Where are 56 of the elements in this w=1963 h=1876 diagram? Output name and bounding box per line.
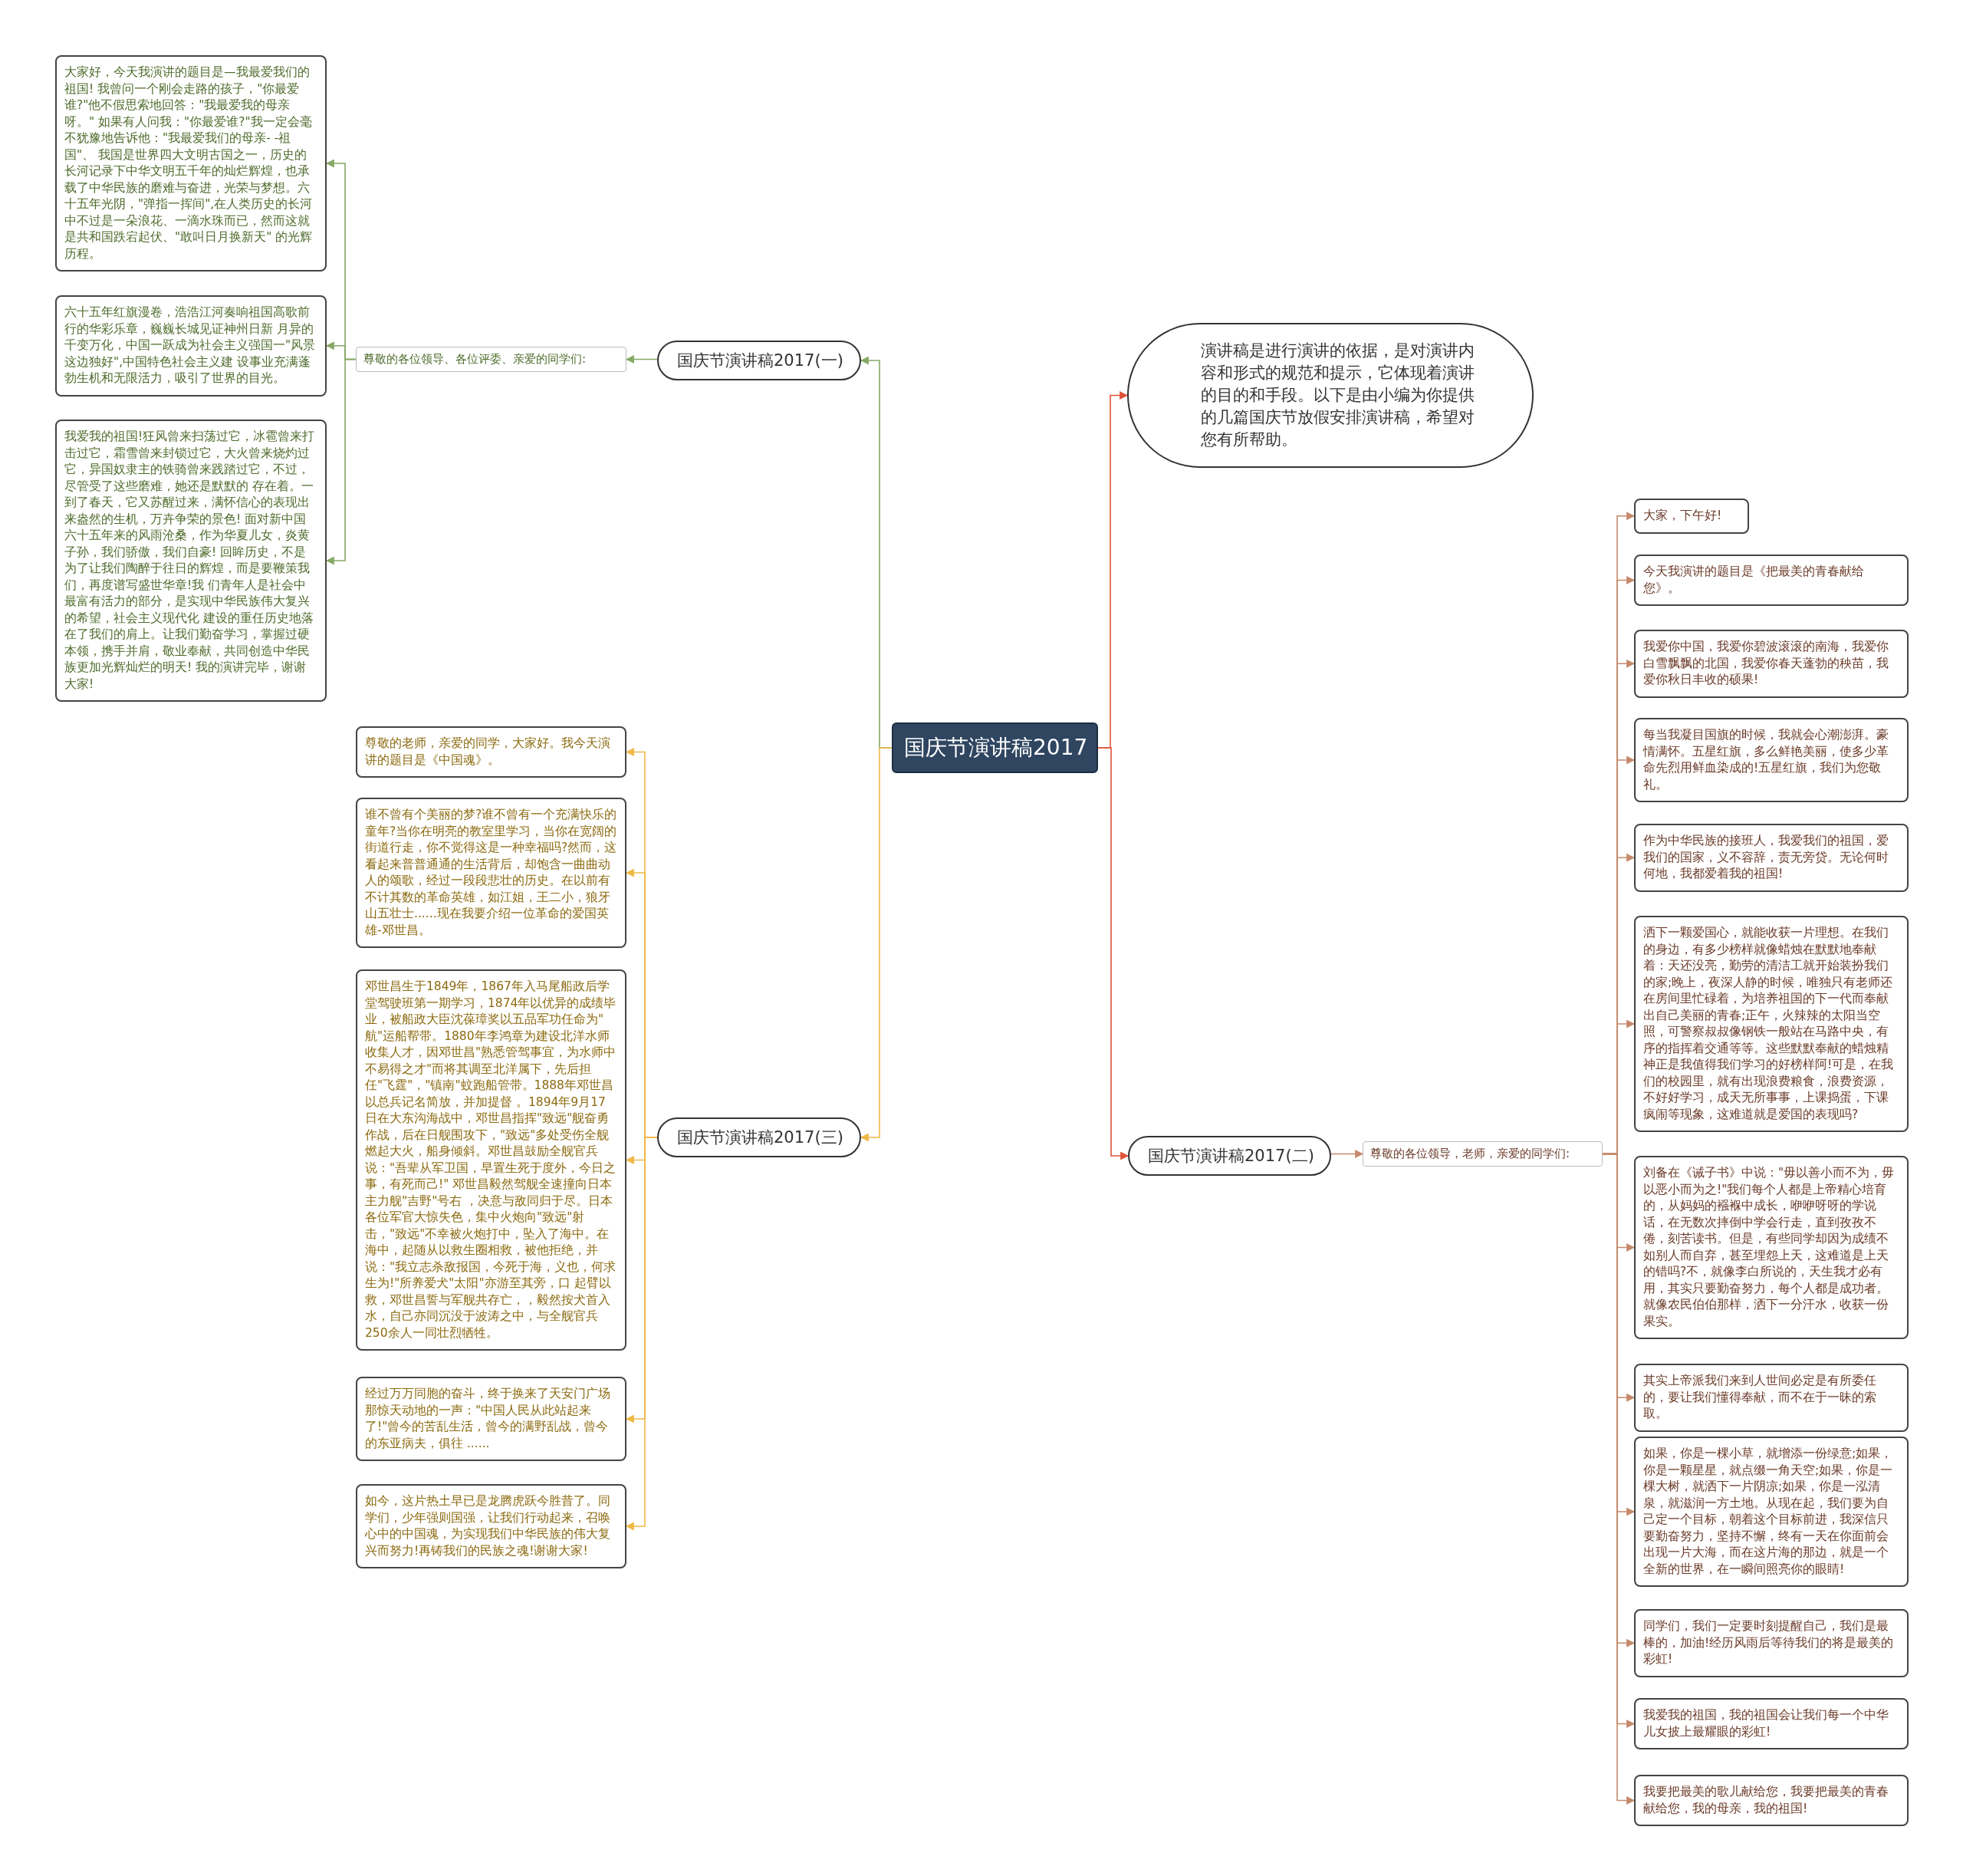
greeting-text: 尊敬的各位领导，老师，亲爱的同学们: bbox=[1370, 1147, 1571, 1161]
speech-paragraph-box bbox=[356, 798, 626, 948]
speech-paragraph-text: 经过万万同胞的奋斗，终于换来了天安门广场那惊天动地的一声："中国人民从此站起来了!"曾今的苦乱生活，曾今的满野乱战，曾今的东亚病夫，俱往 ...... bbox=[365, 1386, 611, 1452]
speech-paragraph-text: 大家，下午好! bbox=[1643, 508, 1723, 524]
connector-arrow bbox=[325, 358, 357, 565]
connector-arrow bbox=[860, 747, 893, 1142]
speech-paragraph-box bbox=[55, 295, 327, 397]
speech-paragraph-text: 我爱我的祖国，我的祖国会让我们每一个中华儿女披上最耀眼的彩虹! bbox=[1643, 1707, 1889, 1740]
speech-paragraph-box bbox=[1634, 916, 1909, 1132]
speech-paragraph-text: 每当我凝目国旗的时候，我就会心潮澎湃。豪情满怀。五星红旗，多么鲜艳美丽，使多少革命先烈用鲜血染成的!五星红旗，我们为您敬礼。 bbox=[1643, 727, 1889, 793]
speech-paragraph-text: 作为中华民族的接班人，我爱我们的祖国，爱我们的国家，义不容辞，责无旁贷。无论何时何地，我都爱着我的祖国! bbox=[1643, 833, 1889, 882]
branch-topic-pill bbox=[657, 341, 861, 380]
speech-paragraph-box bbox=[1634, 1437, 1909, 1587]
speech-paragraph-box bbox=[1634, 1775, 1909, 1826]
connector-arrow bbox=[625, 355, 658, 364]
speech-paragraph-text: 我爱你中国，我爱你碧波滚滚的南海，我爱你白雪飘飘的北国，我爱你春天蓬勃的秧苗，我爱你秋日丰收的硕果! bbox=[1643, 639, 1889, 688]
speech-paragraph-box bbox=[1634, 499, 1749, 534]
speech-paragraph-text: 六十五年红旗漫卷，浩浩江河奏响祖国高歌前行的华彩乐章，巍巍长城见证神州日新 月异的千变万化，中国一跃成为社会主义强国一"风景这边独好",中国特色社会主义建 设事业充满蓬勃生机和无限活力，吸引了世界的目光。 bbox=[64, 304, 317, 387]
branch-topic-text: 国庆节演讲稿2017(一) bbox=[677, 351, 841, 371]
speech-paragraph-box bbox=[1634, 824, 1909, 892]
speech-paragraph-text: 邓世昌生于1849年，1867年入马尾船政后学堂驾驶班第一期学习，1874年以优异的成绩毕业，被船政大臣沈葆璋奖以五品军功任命为" 航"运船帮带。1880年李鸿章为建设北洋水师收集人才，因邓世昌"熟悉管驾事宜，为水师中不易得之才"而将其调至北洋属下，先后担任"飞霆"，"镇南"蚊跑船管带。1888年邓世昌以总兵记名简放，并加提督 。1894年9月17日在大东沟海战中，邓世昌指挥"致远"舰奋勇作战，后在日舰围攻下，"致远"多处受伤全舰燃起大火，船身倾斜。邓世昌鼓励全舰官兵说："吾辈从军卫国，早置生死于度外，今日之事，有死而己!" 邓世昌毅然驾舰全速撞向日本主力舰"吉野"号右 ，决意与敌同归于尽。日本各位军官大惊失色，集中火炮向"致远"射击，"致远"不幸被火炮打中，坠入了海中。在海中，起随从以救生圈相救，被他拒绝，并说："我立志杀敌报国，今死于海，义也，何求生为!"所养爱犬"太阳"亦游至其旁，口 起臂以救，邓世昌誓与军舰共存亡，，毅然按犬首入水，自己亦同沉没于波涛之中，与全舰官兵250余人一同壮烈牺牲。 bbox=[365, 979, 617, 1341]
speech-paragraph-text: 如果，你是一棵小草，就增添一份绿意;如果，你是一颗星星，就点缀一角天空;如果，你是一棵大树，就洒下一片阴凉;如果，你是一泓清泉，就滋润一方土地。从现在起，我们要为自己定一个目标，朝着这个目标前进，我深信只要勤奋努力，坚持不懈，终有一天在你面前会出现一片大海，而在这片海的那边，就是一个全新的世界，在一瞬间照亮你的眼睛! bbox=[1643, 1446, 1894, 1578]
greeting-box bbox=[1363, 1141, 1603, 1167]
speech-paragraph-box bbox=[1634, 1609, 1909, 1677]
speech-paragraph-box bbox=[356, 1484, 626, 1568]
speech-paragraph-box bbox=[356, 726, 626, 778]
speech-paragraph-box bbox=[356, 1377, 626, 1461]
speech-paragraph-text: 洒下一颗爱国心，就能收获一片理想。在我们的身边，有多少榜样就像蜡烛在默默地奉献着：天还没亮，勤劳的清洁工就开始装扮我们的家;晚上，夜深人静的时候，唯独只有老师还在房间里忙碌着，为培养祖国的下一代而奉献出自己美丽的青春;正午，火辣辣的太阳当空照，可警察叔叔像钢铁一般站在马路中央，有序的指挥着交通等等。这些默默奉献的蜡烛精神正是我值得我们学习的好榜样阿!可是，在我们的校园里，就有出现浪费粮食，浪费资源，不好好学习，成天无所事事，上课捣蛋，下课疯闹等现象，这难道就是爱国的表现吗? bbox=[1643, 925, 1895, 1123]
branch-topic-text: 国庆节演讲稿2017(三) bbox=[677, 1127, 841, 1148]
central-topic-box bbox=[892, 722, 1098, 773]
speech-paragraph-text: 其实上帝派我们来到人世间必定是有所委任的，要让我们懂得奉献，而不在于一昧的索取。 bbox=[1643, 1373, 1877, 1422]
connector-arrow bbox=[1097, 747, 1129, 1160]
central-topic-text: 国庆节演讲稿2017 bbox=[904, 734, 1086, 762]
speech-paragraph-box bbox=[1634, 1364, 1909, 1432]
speech-paragraph-text: 如今，这片热土早已是龙腾虎跃今胜昔了。同学们，少年强则国强，让我们行动起来，召唤心中的中国魂，为实现我们中华民族的伟大复兴而努力!再铸我们的民族之魂!谢谢大家! bbox=[365, 1493, 611, 1559]
speech-paragraph-box bbox=[1634, 555, 1909, 606]
connector-arrow bbox=[1330, 1150, 1364, 1158]
speech-paragraph-text: 谁不曾有个美丽的梦?谁不曾有一个充满快乐的童年?当你在明亮的教室里学习，当你在宽阔的街道行走，你不觉得这是一种幸福吗?然而，这看起来普普通通的生活背后，却饱含一曲曲动人的颂歌，经过一段段悲壮的历史。在以前有不计其数的革命英雄，如江姐，王二小，狼牙山五壮士......现在我要介绍一位革命的爱国英雄-邓世昌。 bbox=[365, 807, 617, 939]
speech-paragraph-box bbox=[1634, 630, 1909, 698]
speech-paragraph-text: 我爱我的祖国!狂风曾来扫荡过它，冰雹曾来打击过它，霜雪曾来封锁过它，大火曾来烧灼过它，异国奴隶主的铁骑曾来践踏过它，不过，尽管受了这些磨难，她还是默默的 存在着。一到了春天，它又苏醒过来，满怀信心的表现出来盎然的生机，万卉争荣的景色! 面对新中国六十五年来的风雨沧桑，作为华夏儿女，炎黄子孙，我们骄傲，我们自豪! 回眸历史，不是为了让我们陶醉于往日的辉煌，而是要鞭策我们，再度谱写盛世华章!我 们青年人是社会中最富有活力的部分，是实现中华民族伟大复兴的希望，社会主义现代化 建设的重任历史地落在了我们的肩上。让我们勤奋学习，掌握过硬本领，携手并肩，敬业奉献，共同创造中华民族更加光辉灿烂的明天! 我的演讲完毕，谢谢大家! bbox=[64, 429, 316, 693]
speech-paragraph-text: 我要把最美的歌儿献给您，我要把最美的青春献给您，我的母亲，我的祖国! bbox=[1643, 1784, 1889, 1817]
speech-paragraph-box bbox=[1634, 1156, 1909, 1339]
speech-paragraph-text: 刘备在《诫子书》中说："毋以善小而不为，毋以恶小而为之!"我们每个人都是上帝精心培育的，从妈妈的襁褓中成长，咿咿呀呀的学说话，在无数次摔倒中学会行走，直到孜孜不倦，刻苦读书。但是，有些同学却因为成绩不如别人而自弃，甚至埋怨上天，这难道是上天的错吗?不，就像李白所说的，天生我才必有用，其实只要勤奋努力，每个人都是成功者。就像农民伯伯那样，洒下一分汗水，收获一份果实。 bbox=[1643, 1165, 1896, 1330]
speech-paragraph-text: 今天我演讲的题目是《把最美的青春献给您》。 bbox=[1643, 564, 1865, 597]
speech-paragraph-box bbox=[55, 55, 327, 272]
greeting-text: 尊敬的各位领导、各位评委、亲爱的同学们: bbox=[363, 352, 587, 367]
speech-paragraph-text: 尊敬的老师，亲爱的同学，大家好。我今天演讲的题目是《中国魂》。 bbox=[365, 736, 611, 769]
speech-paragraph-box bbox=[1634, 1698, 1909, 1749]
branch-topic-pill bbox=[657, 1117, 861, 1157]
speech-paragraph-text: 大家好，今天我演讲的题目是—我最爱我们的祖国! 我曾问一个刚会走路的孩子，"你最爱谁?"他不假思索地回答："我最爱我的母亲呀。" 如果有人问我："你最爱谁?"我一定会毫不犹豫地告诉他："我最爱我们的母亲- -祖国"、 我国是世界四大文明古国之一，历史的长河记录下中华文明五千年的灿烂辉煌，也承载了中华民族的磨难与奋进，光荣与梦想。六十五年光阴，"弹指一挥间",在人类历史的长河中不过是一朵浪花、一滴水珠而已，然而这就是共和国跌宕起伏、"敢叫日月换新天" 的光辉历程。 bbox=[64, 64, 314, 262]
speech-paragraph-box bbox=[1634, 718, 1909, 802]
branch-topic-text: 国庆节演讲稿2017(二) bbox=[1148, 1146, 1311, 1167]
branch-topic-pill bbox=[1128, 1136, 1331, 1176]
speech-paragraph-text: 同学们，我们一定要时刻提醒自己，我们是最棒的，加油!经历风雨后等待我们的将是最美的彩虹! bbox=[1643, 1618, 1895, 1667]
greeting-box bbox=[356, 347, 626, 372]
intro-text: 演讲稿是进行演讲的依据，是对演讲内容和形式的规范和提示，它体现着演讲的目的和手段。以下是由小编为你提供的几篇国庆节放假安排演讲稿，希望对您有所帮助。 bbox=[1201, 341, 1475, 450]
